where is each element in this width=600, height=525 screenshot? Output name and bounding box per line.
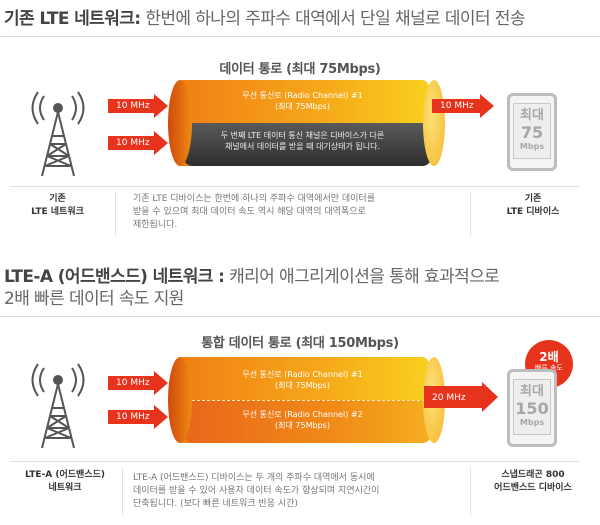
section1-caption-divider <box>10 186 580 187</box>
input-arrow-1: 10 MHz <box>108 94 168 118</box>
channel1-speed: (최대 75Mbps) <box>275 381 330 390</box>
cell-tower-icon <box>31 363 85 449</box>
channel1-label: 무선 통신로 (Radio Channel) #1 <box>242 91 363 100</box>
channel2-label: 두 번째 LTE 데이터 통신 채널은 디바이스가 다른 <box>220 131 385 140</box>
section2-caption-divider <box>10 461 580 462</box>
channel2-label: 무선 통신로 (Radio Channel) #2 <box>242 410 363 419</box>
device-phone-icon: 최대 150 Mbps <box>507 369 557 447</box>
input-arrow-1: 10 MHz <box>108 371 168 395</box>
section1-diagram-title: 데이터 통로 (최대 75Mbps) <box>219 62 381 77</box>
input-arrow-2: 10 MHz <box>108 405 168 429</box>
output-arrow: 20 MHz <box>424 382 500 412</box>
cell-tower-icon <box>31 91 85 177</box>
section1-title: 기존 LTE 네트워크: 한번에 하나의 주파수 대역에서 단일 채널로 데이터… <box>4 9 525 29</box>
section2-title-line2: 2배 빠른 데이터 속도 지원 <box>4 289 184 309</box>
channel2-speed: (최대 75Mbps) <box>275 421 330 430</box>
channel1-speed: (최대 75Mbps) <box>275 102 330 111</box>
channel1-label: 무선 통신로 (Radio Channel) #1 <box>242 370 363 379</box>
output-arrow: 10 MHz <box>432 94 494 118</box>
device-phone-icon: 최대 75 Mbps <box>507 93 557 171</box>
section2-network-caption: LTE-A (어드밴스드)네트워크 <box>25 470 105 493</box>
section2-divider <box>0 316 600 317</box>
data-pipe-aggregated: 무선 통신로 (Radio Channel) #1 (최대 75Mbps) 무선… <box>168 357 445 443</box>
data-pipe-single: 무선 통신로 (Radio Channel) #1 (최대 75Mbps) 두 … <box>168 80 445 166</box>
section2-title: LTE-A (어드밴스드) 네트워크 : 캐리어 애그리게이션을 통해 효과적으… <box>4 267 500 287</box>
section2-diagram-title: 통합 데이터 통로 (최대 150Mbps) <box>201 336 399 351</box>
section1-divider <box>0 36 600 37</box>
input-arrow-2: 10 MHz <box>108 131 168 155</box>
channel2-status: 채널에서 데이터를 받을 때 대기상태가 됩니다. <box>224 142 381 151</box>
